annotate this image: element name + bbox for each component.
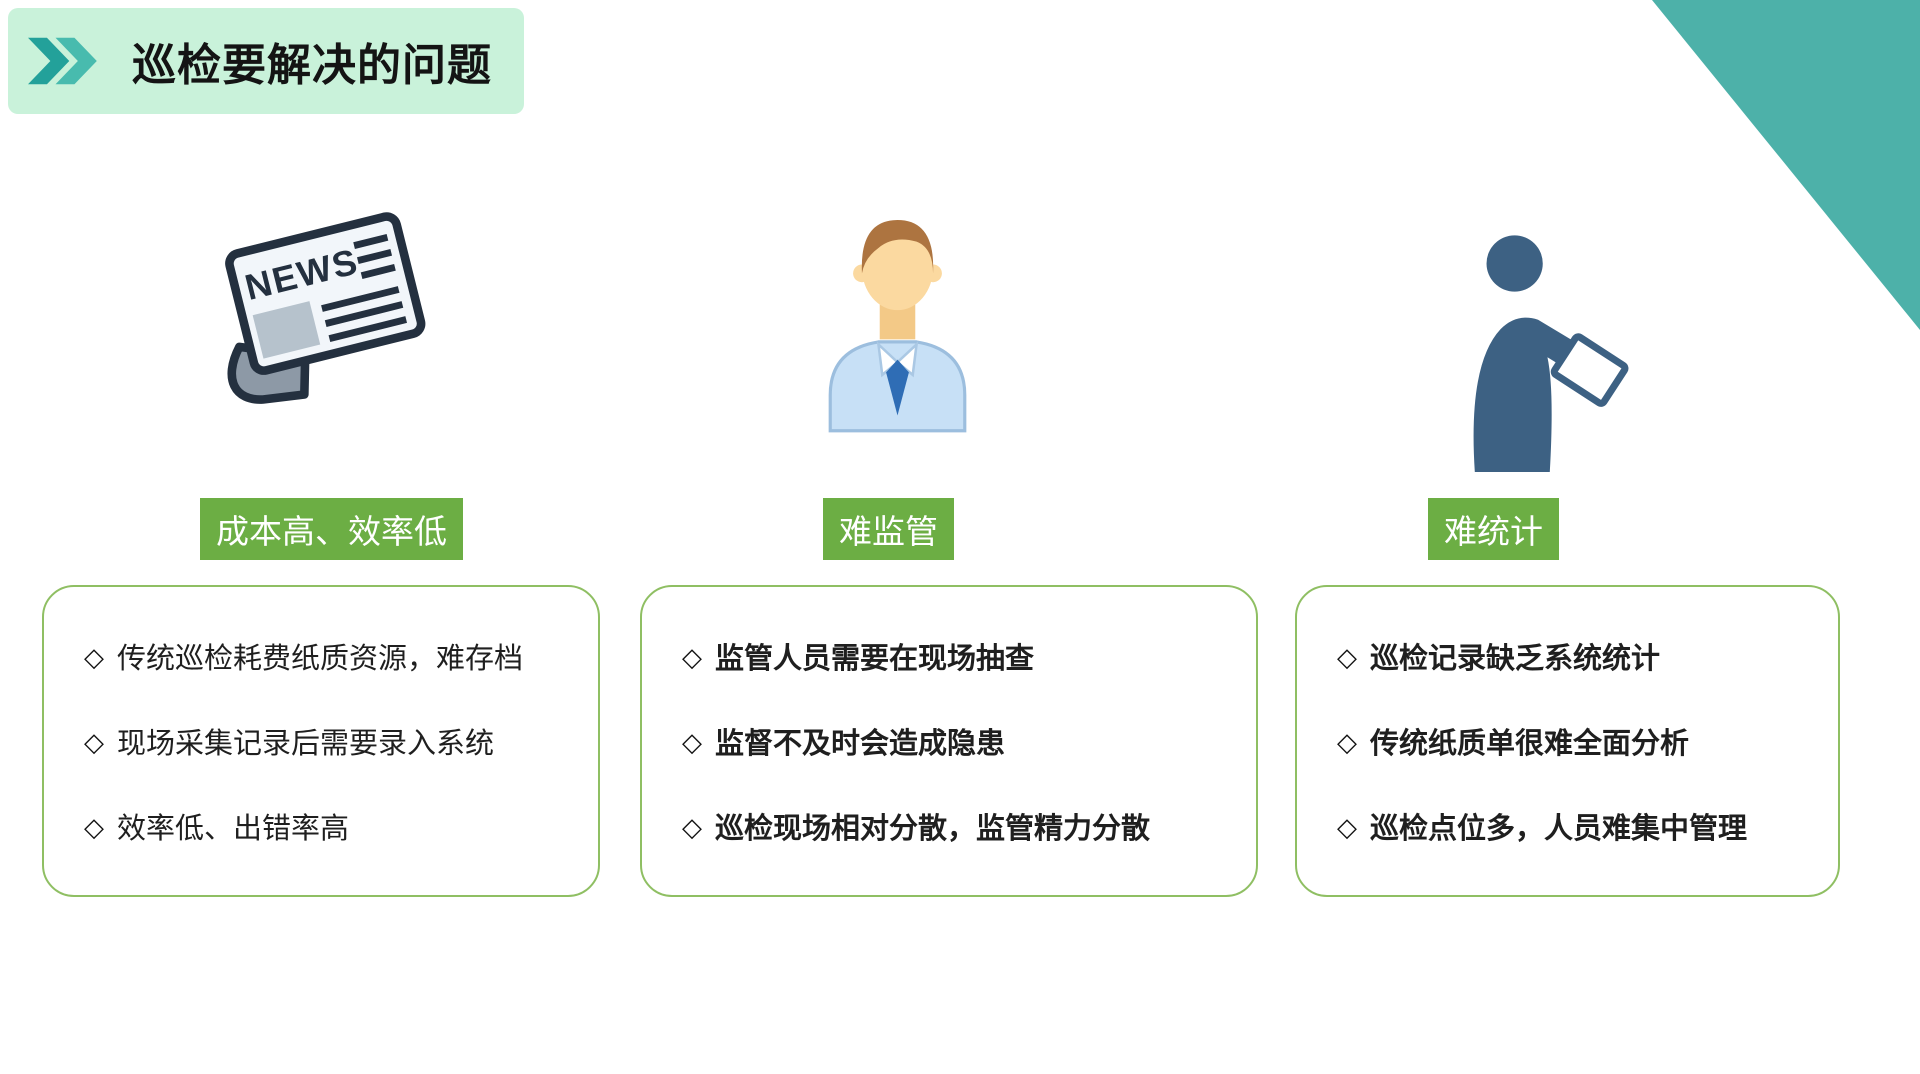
point-text: 巡检点位多，人员难集中管理 [1370, 813, 1748, 846]
newspaper-icon: NEWS [225, 212, 426, 404]
diamond-bullet-icon: ◇ [682, 726, 702, 757]
person-reading-icon [1473, 235, 1629, 472]
page-title: 巡检要解决的问题 [132, 41, 492, 90]
point-text: 巡检记录缺乏系统统计 [1370, 642, 1661, 675]
points-box-statistics: ◇ 巡检记录缺乏系统统计 ◇ 传统纸质单很难全面分析 ◇ 巡检点位多，人员难集中… [1295, 585, 1840, 897]
points-box-supervision: ◇ 监管人员需要在现场抽查 ◇ 监督不及时会造成隐患 ◇ 巡检现场相对分散，监管… [640, 585, 1258, 897]
diamond-bullet-icon: ◇ [682, 641, 702, 672]
point-text: 效率低、出错率高 [117, 813, 350, 846]
diamond-bullet-icon: ◇ [1337, 726, 1357, 757]
list-item: ◇ 传统巡检耗费纸质资源，难存档 [84, 635, 558, 677]
points-box-cost: ◇ 传统巡检耗费纸质资源，难存档 ◇ 现场采集记录后需要录入系统 ◇ 效率低、出… [42, 585, 600, 897]
list-item: ◇ 监督不及时会造成隐患 [682, 720, 1216, 762]
point-text: 现场采集记录后需要录入系统 [117, 727, 495, 760]
category-badge-supervision: 难监管 [823, 498, 954, 560]
point-text: 传统纸质单很难全面分析 [1370, 727, 1690, 760]
double-chevron-icon [28, 37, 97, 85]
point-text: 巡检现场相对分散，监管精力分散 [715, 813, 1151, 846]
supervisor-person-icon [828, 220, 967, 433]
point-text: 传统巡检耗费纸质资源，难存档 [117, 642, 524, 675]
diamond-bullet-icon: ◇ [1337, 812, 1357, 843]
list-item: ◇ 效率低、出错率高 [84, 805, 558, 847]
diamond-bullet-icon: ◇ [1337, 641, 1357, 672]
diamond-bullet-icon: ◇ [84, 812, 104, 843]
list-item: ◇ 监管人员需要在现场抽查 [682, 635, 1216, 677]
list-item: ◇ 巡检记录缺乏系统统计 [1337, 635, 1798, 677]
list-item: ◇ 巡检点位多，人员难集中管理 [1337, 805, 1798, 847]
list-item: ◇ 巡检现场相对分散，监管精力分散 [682, 805, 1216, 847]
list-item: ◇ 现场采集记录后需要录入系统 [84, 720, 558, 762]
title-banner: 巡检要解决的问题 [8, 8, 524, 114]
category-badge-statistics: 难统计 [1428, 498, 1559, 560]
corner-triangle-decoration [1652, 0, 1920, 330]
diamond-bullet-icon: ◇ [84, 726, 104, 757]
diamond-bullet-icon: ◇ [84, 641, 104, 672]
point-text: 监管人员需要在现场抽查 [715, 642, 1035, 675]
category-badge-cost: 成本高、效率低 [200, 498, 463, 560]
diamond-bullet-icon: ◇ [682, 812, 702, 843]
list-item: ◇ 传统纸质单很难全面分析 [1337, 720, 1798, 762]
point-text: 监督不及时会造成隐患 [715, 727, 1006, 760]
